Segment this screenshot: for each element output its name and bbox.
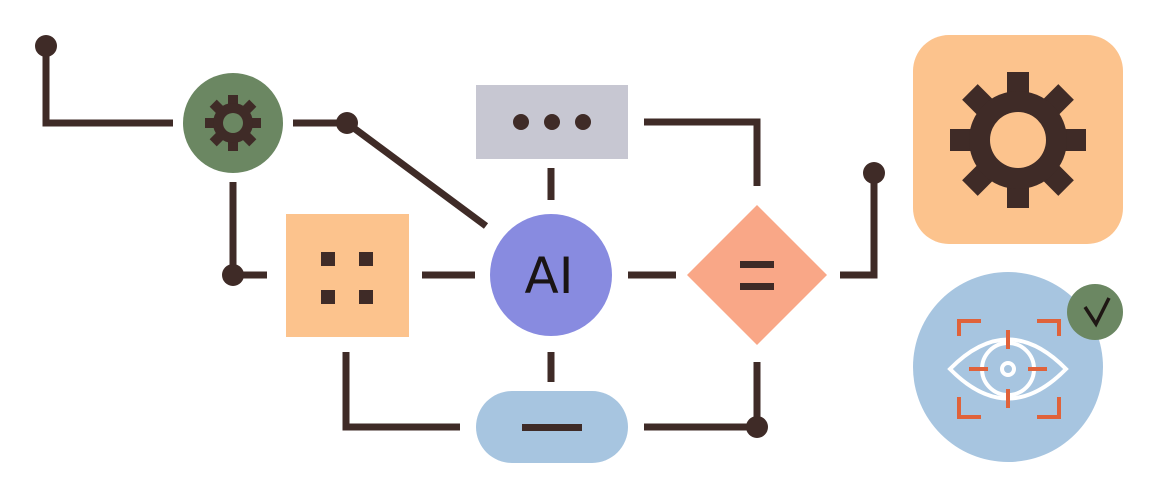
- connector-dots-to-decision: [644, 118, 761, 186]
- start-dot: [35, 35, 57, 57]
- ellipsis-icon: [513, 114, 591, 130]
- connector-minus-to-decision: [644, 362, 761, 431]
- gear-node[interactable]: [183, 73, 283, 173]
- connector-junction-to-ai: [344, 120, 489, 229]
- junction-dot: [746, 416, 768, 438]
- grid-node[interactable]: [286, 214, 409, 337]
- checkmark-icon: [1083, 297, 1111, 328]
- gear-icon: [950, 72, 1086, 208]
- crosshair: [969, 330, 1047, 408]
- minus-icon: [522, 424, 582, 431]
- eye-outline: [947, 337, 1069, 401]
- ai-label: AI: [525, 247, 574, 305]
- junction-dot: [336, 112, 358, 134]
- scan-frame: [957, 319, 1061, 419]
- vision-tile[interactable]: [913, 272, 1123, 462]
- minus-node[interactable]: [476, 391, 628, 463]
- junction-dots: [35, 35, 885, 438]
- eye-pupil: [1000, 361, 1016, 377]
- eye-scan-icon: [947, 319, 1069, 419]
- check-badge: [1067, 284, 1123, 340]
- end-dot: [863, 162, 885, 184]
- decision-node[interactable]: [687, 205, 827, 345]
- four-squares-icon: [321, 252, 373, 304]
- ai-hub-node[interactable]: AI: [490, 214, 612, 336]
- settings-tile[interactable]: [913, 35, 1123, 244]
- connector-start-to-gear: [42, 46, 173, 127]
- connector-decision-to-end: [840, 173, 878, 279]
- decision-node-bg: [687, 205, 827, 345]
- junction-dot: [222, 264, 244, 286]
- gear-icon: [205, 95, 261, 151]
- connector-gear-to-grid: [229, 182, 267, 279]
- dots-node[interactable]: [476, 85, 628, 159]
- connectors: [42, 46, 878, 431]
- grid-node-bg: [286, 214, 409, 337]
- ai-hub-bg: [490, 214, 612, 336]
- connector-grid-to-minus: [342, 352, 460, 431]
- equals-icon: [740, 261, 774, 290]
